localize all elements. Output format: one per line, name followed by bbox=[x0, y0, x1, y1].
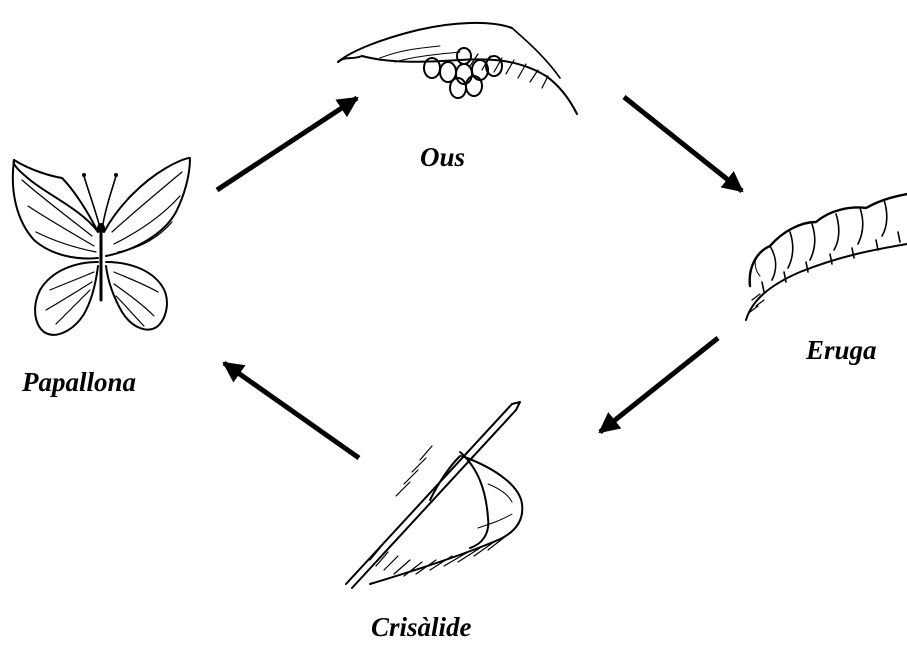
eggs-label: Ous bbox=[420, 142, 465, 173]
arrow-chrysalis-to-butterfly bbox=[224, 363, 359, 458]
arrow-eggs-to-caterpillar bbox=[624, 97, 742, 191]
butterfly-label: Papallona bbox=[22, 367, 136, 398]
arrow-caterpillar-to-chrysalis bbox=[600, 338, 718, 432]
caterpillar-label: Eruga bbox=[806, 335, 877, 366]
caterpillar-on-leaf-icon bbox=[746, 194, 907, 320]
butterfly-icon bbox=[13, 158, 190, 335]
chrysalis-label: Crisàlide bbox=[371, 612, 472, 643]
arrow-butterfly-to-eggs bbox=[217, 98, 357, 190]
eggs-on-leaf-icon bbox=[338, 23, 577, 114]
chrysalis-icon bbox=[346, 402, 522, 588]
